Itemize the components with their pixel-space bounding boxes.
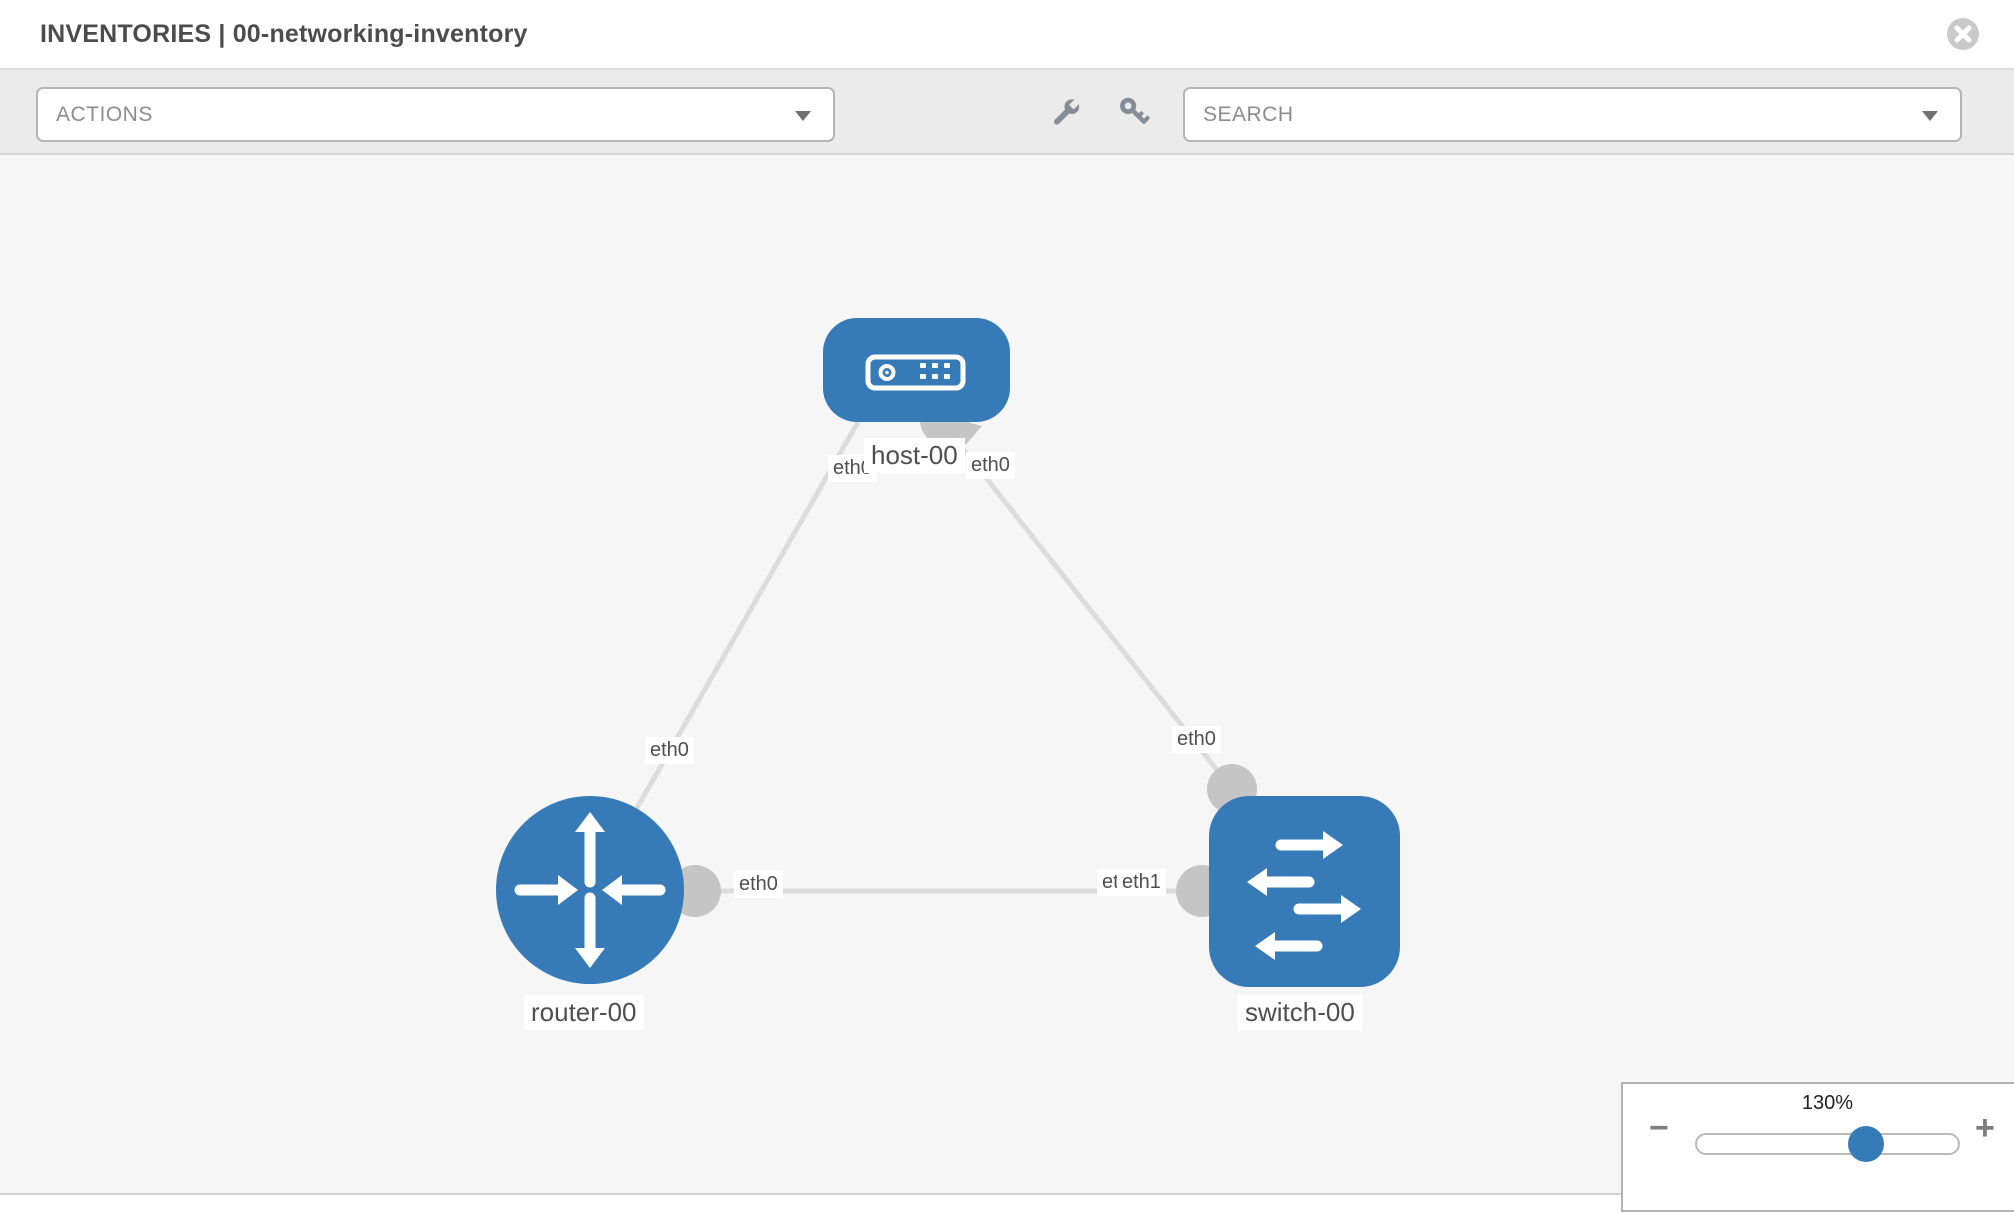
search-dropdown-label: SEARCH	[1203, 103, 1294, 126]
page-title: INVENTORIES | 00-networking-inventory	[40, 20, 528, 48]
zoom-panel: 130% − +	[1621, 1082, 2014, 1212]
host-icon	[865, 354, 966, 391]
chevron-down-icon	[1922, 111, 1938, 121]
zoom-slider-handle[interactable]	[1848, 1126, 1884, 1162]
node-router-00[interactable]	[496, 796, 684, 984]
close-icon	[1947, 18, 1979, 50]
if-label-host-right: eth0	[966, 452, 1015, 479]
node-host-00[interactable]	[823, 318, 1010, 422]
toolbar: ACTIONS SEARCH	[0, 70, 2014, 155]
topology-graph	[496, 318, 1400, 987]
actions-dropdown[interactable]: ACTIONS	[36, 87, 835, 142]
node-label-host: host-00	[864, 438, 965, 473]
chevron-down-icon	[795, 111, 811, 121]
if-label-router-top: eth0	[645, 737, 694, 764]
node-label-router: router-00	[524, 995, 644, 1030]
if-label-switch-left-front: eth1	[1117, 869, 1166, 896]
interface-connectors	[669, 395, 1257, 917]
if-label-switch-top: eth0	[1172, 726, 1221, 753]
node-label-switch: switch-00	[1238, 995, 1362, 1030]
node-switch-00[interactable]	[1209, 796, 1400, 987]
close-button[interactable]	[1946, 17, 1980, 51]
zoom-in-button[interactable]: +	[1975, 1109, 1995, 1147]
zoom-slider[interactable]	[1695, 1126, 1960, 1162]
key-icon	[1120, 97, 1150, 124]
router-icon	[514, 812, 666, 968]
switch-icon	[1247, 831, 1361, 960]
wrench-icon	[1054, 97, 1081, 125]
if-label-router-right: eth0	[734, 871, 783, 898]
link-arrowhead	[948, 417, 982, 450]
key-button[interactable]	[1112, 94, 1158, 134]
topology-canvas[interactable]: eth0 host-00 eth0 eth0 eth0 router-00 et…	[0, 155, 2014, 1195]
tools-button[interactable]	[1042, 94, 1088, 134]
app-header: INVENTORIES | 00-networking-inventory	[0, 0, 2014, 70]
actions-dropdown-label: ACTIONS	[56, 103, 153, 126]
zoom-level-value: 130%	[1801, 1092, 1854, 1114]
zoom-out-button[interactable]: −	[1649, 1109, 1669, 1147]
search-dropdown[interactable]: SEARCH	[1183, 87, 1962, 142]
topology-links	[587, 405, 1234, 894]
